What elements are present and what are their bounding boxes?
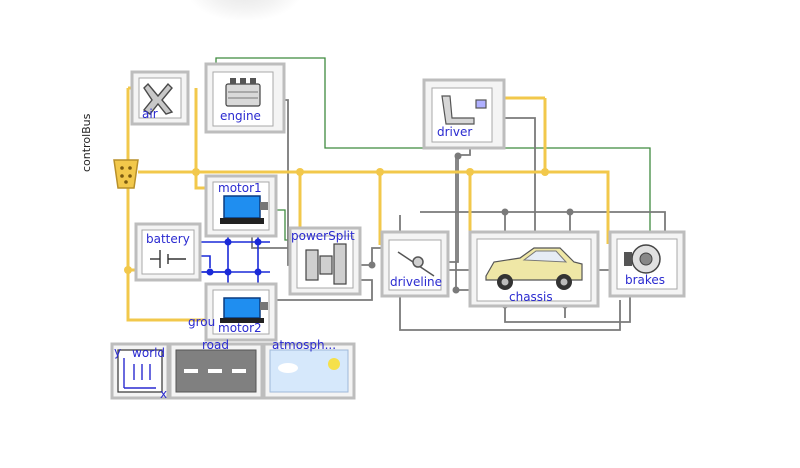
- engine-icon: [225, 78, 261, 107]
- bus-junctions: [124, 168, 549, 274]
- block-motor2[interactable]: motor2 grou: [188, 282, 278, 342]
- motor-icon: [220, 195, 268, 224]
- world-x-axis-label: x: [160, 387, 167, 401]
- powersplit-label: powerSplit: [291, 229, 355, 243]
- motor-icon: [220, 297, 268, 323]
- block-world[interactable]: world y x: [110, 342, 170, 401]
- block-powersplit[interactable]: powerSplit: [288, 226, 362, 296]
- engine-label: engine: [220, 109, 261, 123]
- bus-junction: [376, 168, 384, 176]
- road-icon: [184, 369, 246, 373]
- air-label: air: [142, 107, 158, 121]
- bus-connector-icon: [113, 159, 139, 189]
- mech-junction: [566, 208, 574, 216]
- block-engine[interactable]: engine: [204, 62, 286, 134]
- mech-junction: [368, 261, 376, 269]
- block-motor1[interactable]: motor1: [204, 174, 278, 238]
- world-label: world: [132, 346, 165, 360]
- world-axes-icon: [123, 358, 156, 389]
- elec-junction: [254, 268, 262, 276]
- mech-junction: [452, 286, 460, 294]
- world-y-axis-label: y: [114, 345, 121, 359]
- driveline-icon: [397, 251, 435, 277]
- block-battery[interactable]: battery: [134, 222, 202, 282]
- battery-label: battery: [146, 232, 190, 246]
- driver-seat-icon: [441, 95, 487, 125]
- block-air[interactable]: air: [130, 70, 211, 126]
- block-chassis[interactable]: chassis: [468, 230, 600, 308]
- elec-junction: [254, 238, 262, 246]
- brakes-label: brakes: [625, 273, 665, 287]
- elec-junction: [206, 268, 214, 276]
- bus-junction: [192, 168, 200, 176]
- link-chassis-bottom: [504, 290, 631, 323]
- driveline-label: driveline: [390, 275, 442, 289]
- sky-sun-icon: [278, 358, 340, 373]
- air-icon: [142, 82, 174, 115]
- motor2-label: motor2: [218, 321, 262, 335]
- bus-junction: [466, 168, 474, 176]
- bus-junction: [541, 168, 549, 176]
- bus-main-horizontal: [138, 170, 610, 244]
- brake-disc-icon: [624, 244, 661, 274]
- elec-junction: [224, 268, 232, 276]
- control-bus-label: controlBus: [80, 113, 93, 172]
- link-driver-chassis: [498, 117, 536, 245]
- planetary-gear-icon: [305, 243, 347, 285]
- elec-junction: [224, 238, 232, 246]
- block-brakes[interactable]: brakes: [608, 230, 686, 298]
- mech-junction: [501, 208, 509, 216]
- battery-icon: [150, 250, 186, 268]
- block-road[interactable]: road: [168, 338, 264, 400]
- block-driveline[interactable]: driveline: [380, 230, 450, 298]
- atmosphere-label: atmosph...: [272, 338, 336, 352]
- bus-junction: [124, 266, 132, 274]
- car-icon: [485, 247, 583, 290]
- signal-wire-engine-brakes: [215, 57, 651, 236]
- mech-junction: [454, 152, 462, 160]
- control-bus-connector[interactable]: [113, 159, 139, 189]
- driver-label: driver: [437, 125, 472, 139]
- ground-label: grou: [188, 315, 215, 329]
- bus-junction: [296, 168, 304, 176]
- chassis-label: chassis: [509, 290, 553, 304]
- block-driver[interactable]: driver: [422, 78, 506, 150]
- block-atmosphere[interactable]: atmosph...: [262, 338, 356, 400]
- screen-glare: [190, 0, 300, 20]
- motor1-label: motor1: [218, 181, 262, 195]
- road-label: road: [202, 338, 229, 352]
